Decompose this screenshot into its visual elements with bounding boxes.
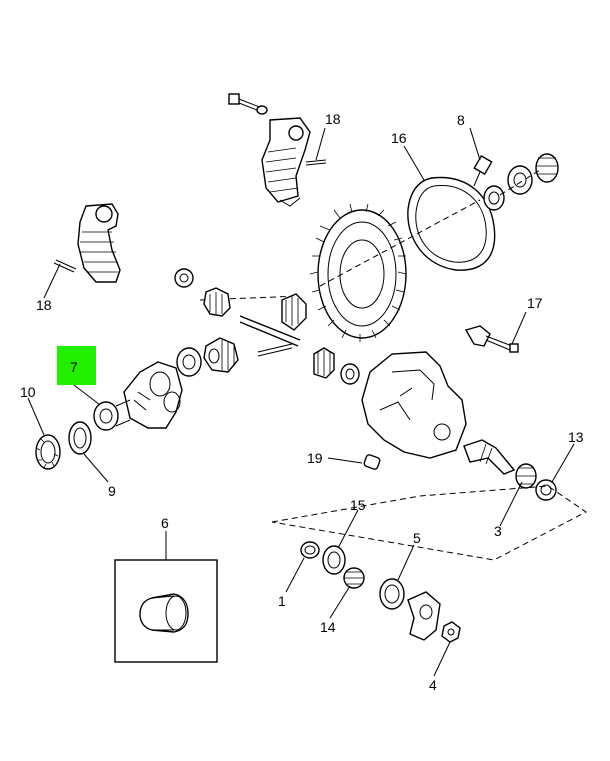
callout-5[interactable]: 5 bbox=[413, 530, 421, 546]
axis-line-b bbox=[199, 295, 301, 301]
callout-6[interactable]: 6 bbox=[161, 515, 169, 531]
axis-line-a bbox=[319, 199, 481, 287]
thrust-washer-left[interactable] bbox=[176, 347, 202, 377]
oil-seal[interactable] bbox=[379, 578, 405, 610]
pinion-gear-left[interactable] bbox=[203, 337, 239, 373]
spider-gear-center[interactable] bbox=[281, 293, 307, 331]
callout-7[interactable]: 7 bbox=[70, 359, 78, 375]
bearing-cap-upper[interactable] bbox=[228, 93, 311, 207]
item-6-inset-box[interactable] bbox=[114, 559, 218, 663]
pinion-washer-upper[interactable] bbox=[174, 268, 194, 288]
thrust-washer-right[interactable] bbox=[340, 363, 360, 385]
callout-10[interactable]: 10 bbox=[20, 384, 36, 400]
callout-1[interactable]: 1 bbox=[278, 593, 286, 609]
pinion-nut-bolt[interactable] bbox=[473, 154, 493, 187]
side-gear-upper[interactable] bbox=[203, 287, 231, 317]
thrust-ring-gasket[interactable] bbox=[407, 176, 496, 271]
pinion-bearing-cone[interactable] bbox=[515, 463, 537, 489]
differential-case[interactable] bbox=[123, 361, 183, 429]
callout-7-highlight[interactable] bbox=[57, 346, 96, 385]
callout-9[interactable]: 9 bbox=[108, 483, 116, 499]
callout-13[interactable]: 13 bbox=[568, 429, 584, 445]
adjusting-nut-left[interactable] bbox=[35, 434, 61, 470]
callout-4[interactable]: 4 bbox=[429, 677, 437, 693]
leader-lines bbox=[27, 127, 575, 677]
case-bearing-cone[interactable] bbox=[93, 399, 131, 431]
callout-18-left[interactable]: 18 bbox=[36, 297, 52, 313]
cotter-pin-left[interactable] bbox=[53, 259, 77, 273]
pinion-bearing-cone-lower[interactable] bbox=[343, 567, 365, 589]
drive-pinion[interactable] bbox=[463, 439, 516, 475]
upper-right-bearings[interactable] bbox=[483, 153, 559, 211]
bearing-cup-left[interactable] bbox=[68, 421, 92, 455]
callout-8[interactable]: 8 bbox=[457, 112, 465, 128]
flange-nut[interactable] bbox=[441, 621, 461, 643]
callout-15[interactable]: 15 bbox=[350, 497, 366, 513]
callout-17[interactable]: 17 bbox=[527, 295, 543, 311]
pinion-subassembly-boundary bbox=[271, 485, 587, 561]
callout-14[interactable]: 14 bbox=[320, 619, 336, 635]
callout-19[interactable]: 19 bbox=[307, 450, 323, 466]
ring-gear[interactable] bbox=[309, 203, 407, 342]
drain-plug[interactable] bbox=[363, 454, 381, 470]
callout-3[interactable]: 3 bbox=[494, 523, 502, 539]
callout-16[interactable]: 16 bbox=[391, 130, 407, 146]
carrier-housing[interactable] bbox=[361, 351, 467, 459]
companion-flange-yoke[interactable] bbox=[407, 591, 441, 641]
carrier-bolt-clip[interactable] bbox=[464, 325, 519, 353]
side-gear-lower[interactable] bbox=[313, 347, 335, 379]
cotter-pin-upper[interactable] bbox=[305, 159, 327, 166]
pinion-bearing-cup[interactable] bbox=[535, 479, 557, 501]
bearing-cap-left[interactable] bbox=[77, 203, 121, 283]
cross-shaft[interactable] bbox=[239, 315, 301, 357]
pinion-spacer[interactable] bbox=[300, 541, 320, 559]
callout-18-upper[interactable]: 18 bbox=[325, 111, 341, 127]
pinion-bearing-cup-lower[interactable] bbox=[322, 545, 346, 575]
